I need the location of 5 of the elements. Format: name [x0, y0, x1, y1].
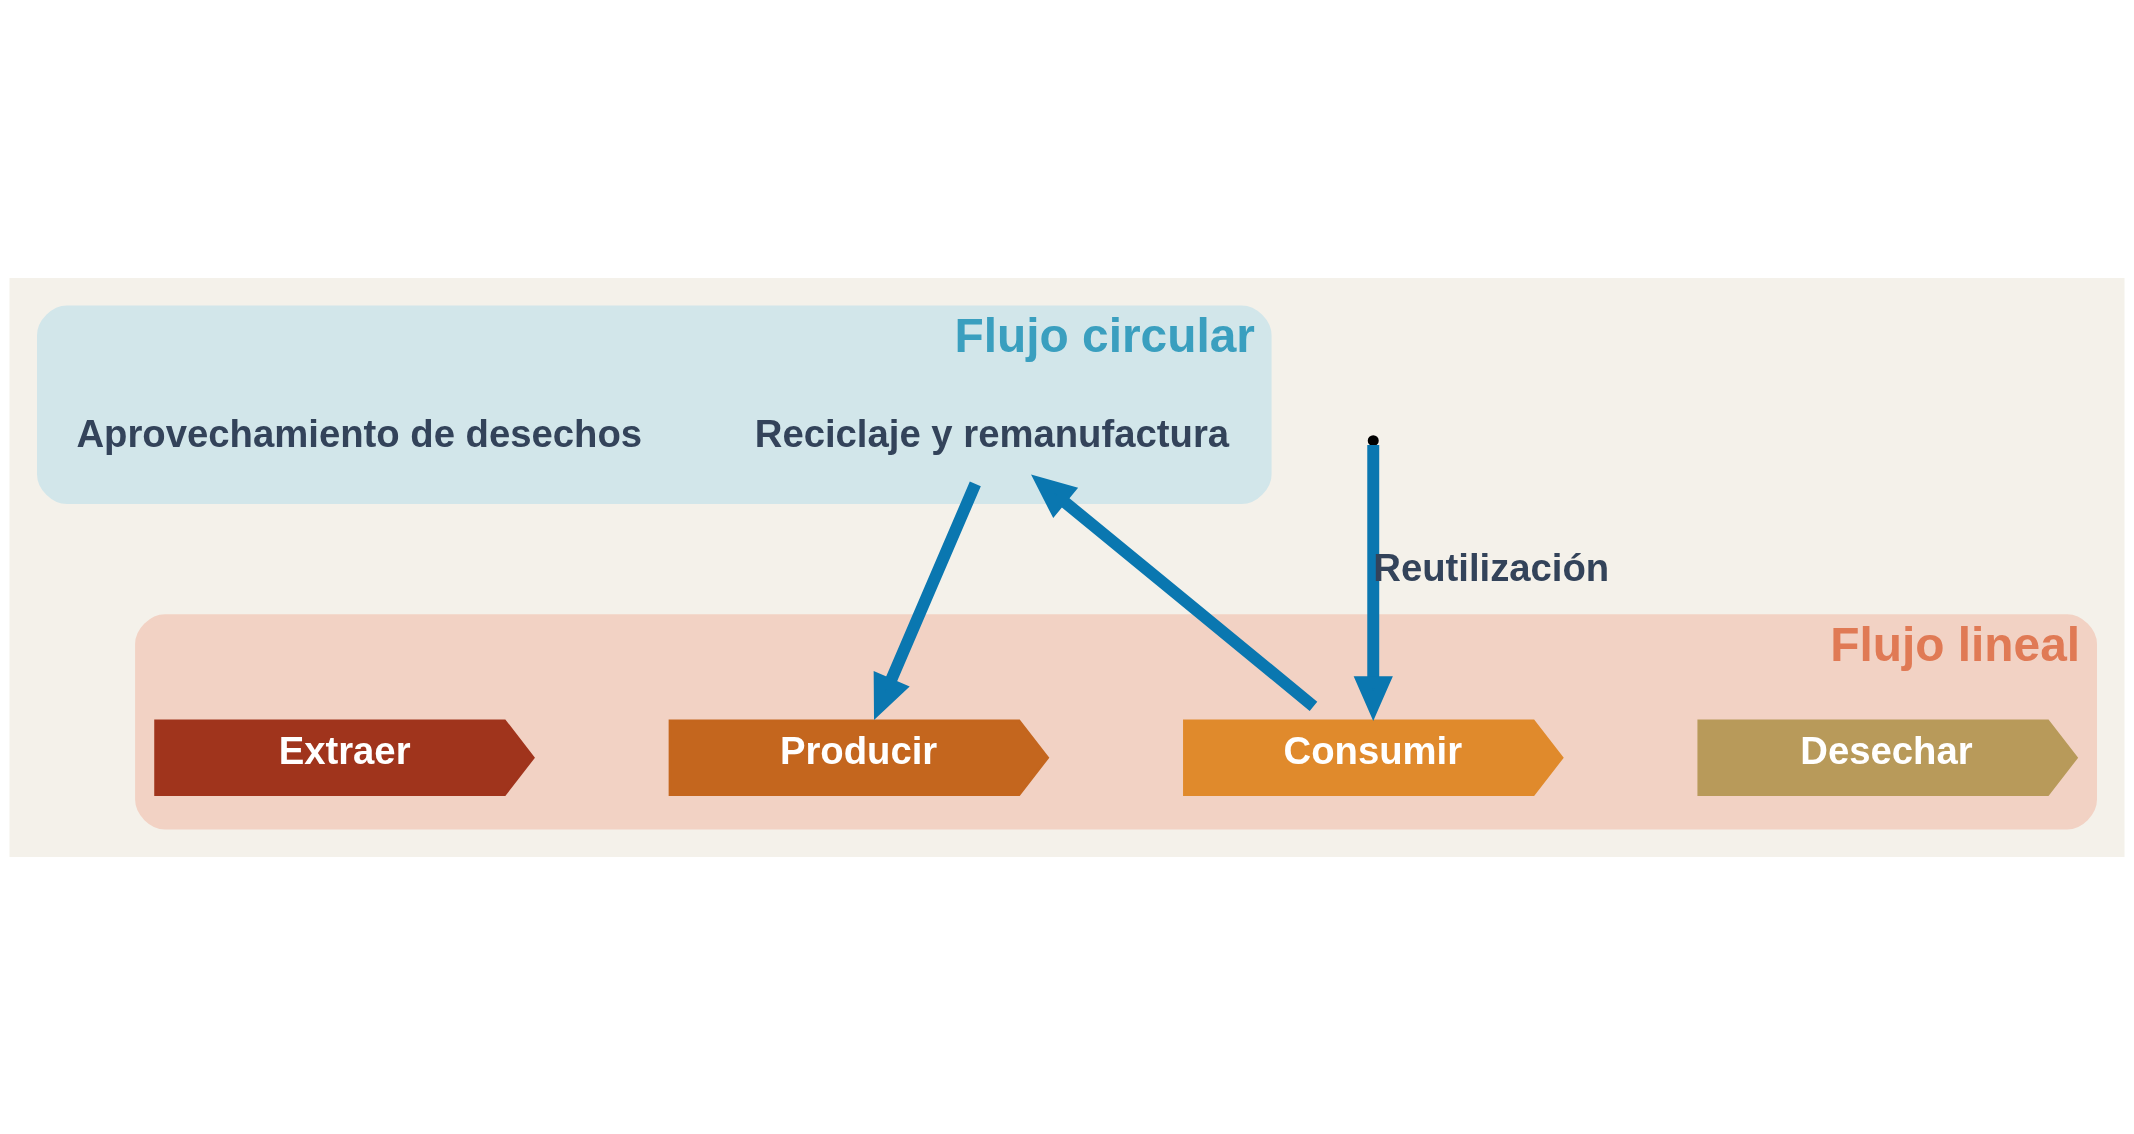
arrow: [1353, 444, 1393, 721]
arrow: [1031, 473, 1318, 711]
node-text: Reciclaje y remanufactura: [754, 411, 1230, 455]
node-text: Aprovechamiento de desechos: [76, 411, 643, 455]
arrow: [873, 481, 981, 720]
